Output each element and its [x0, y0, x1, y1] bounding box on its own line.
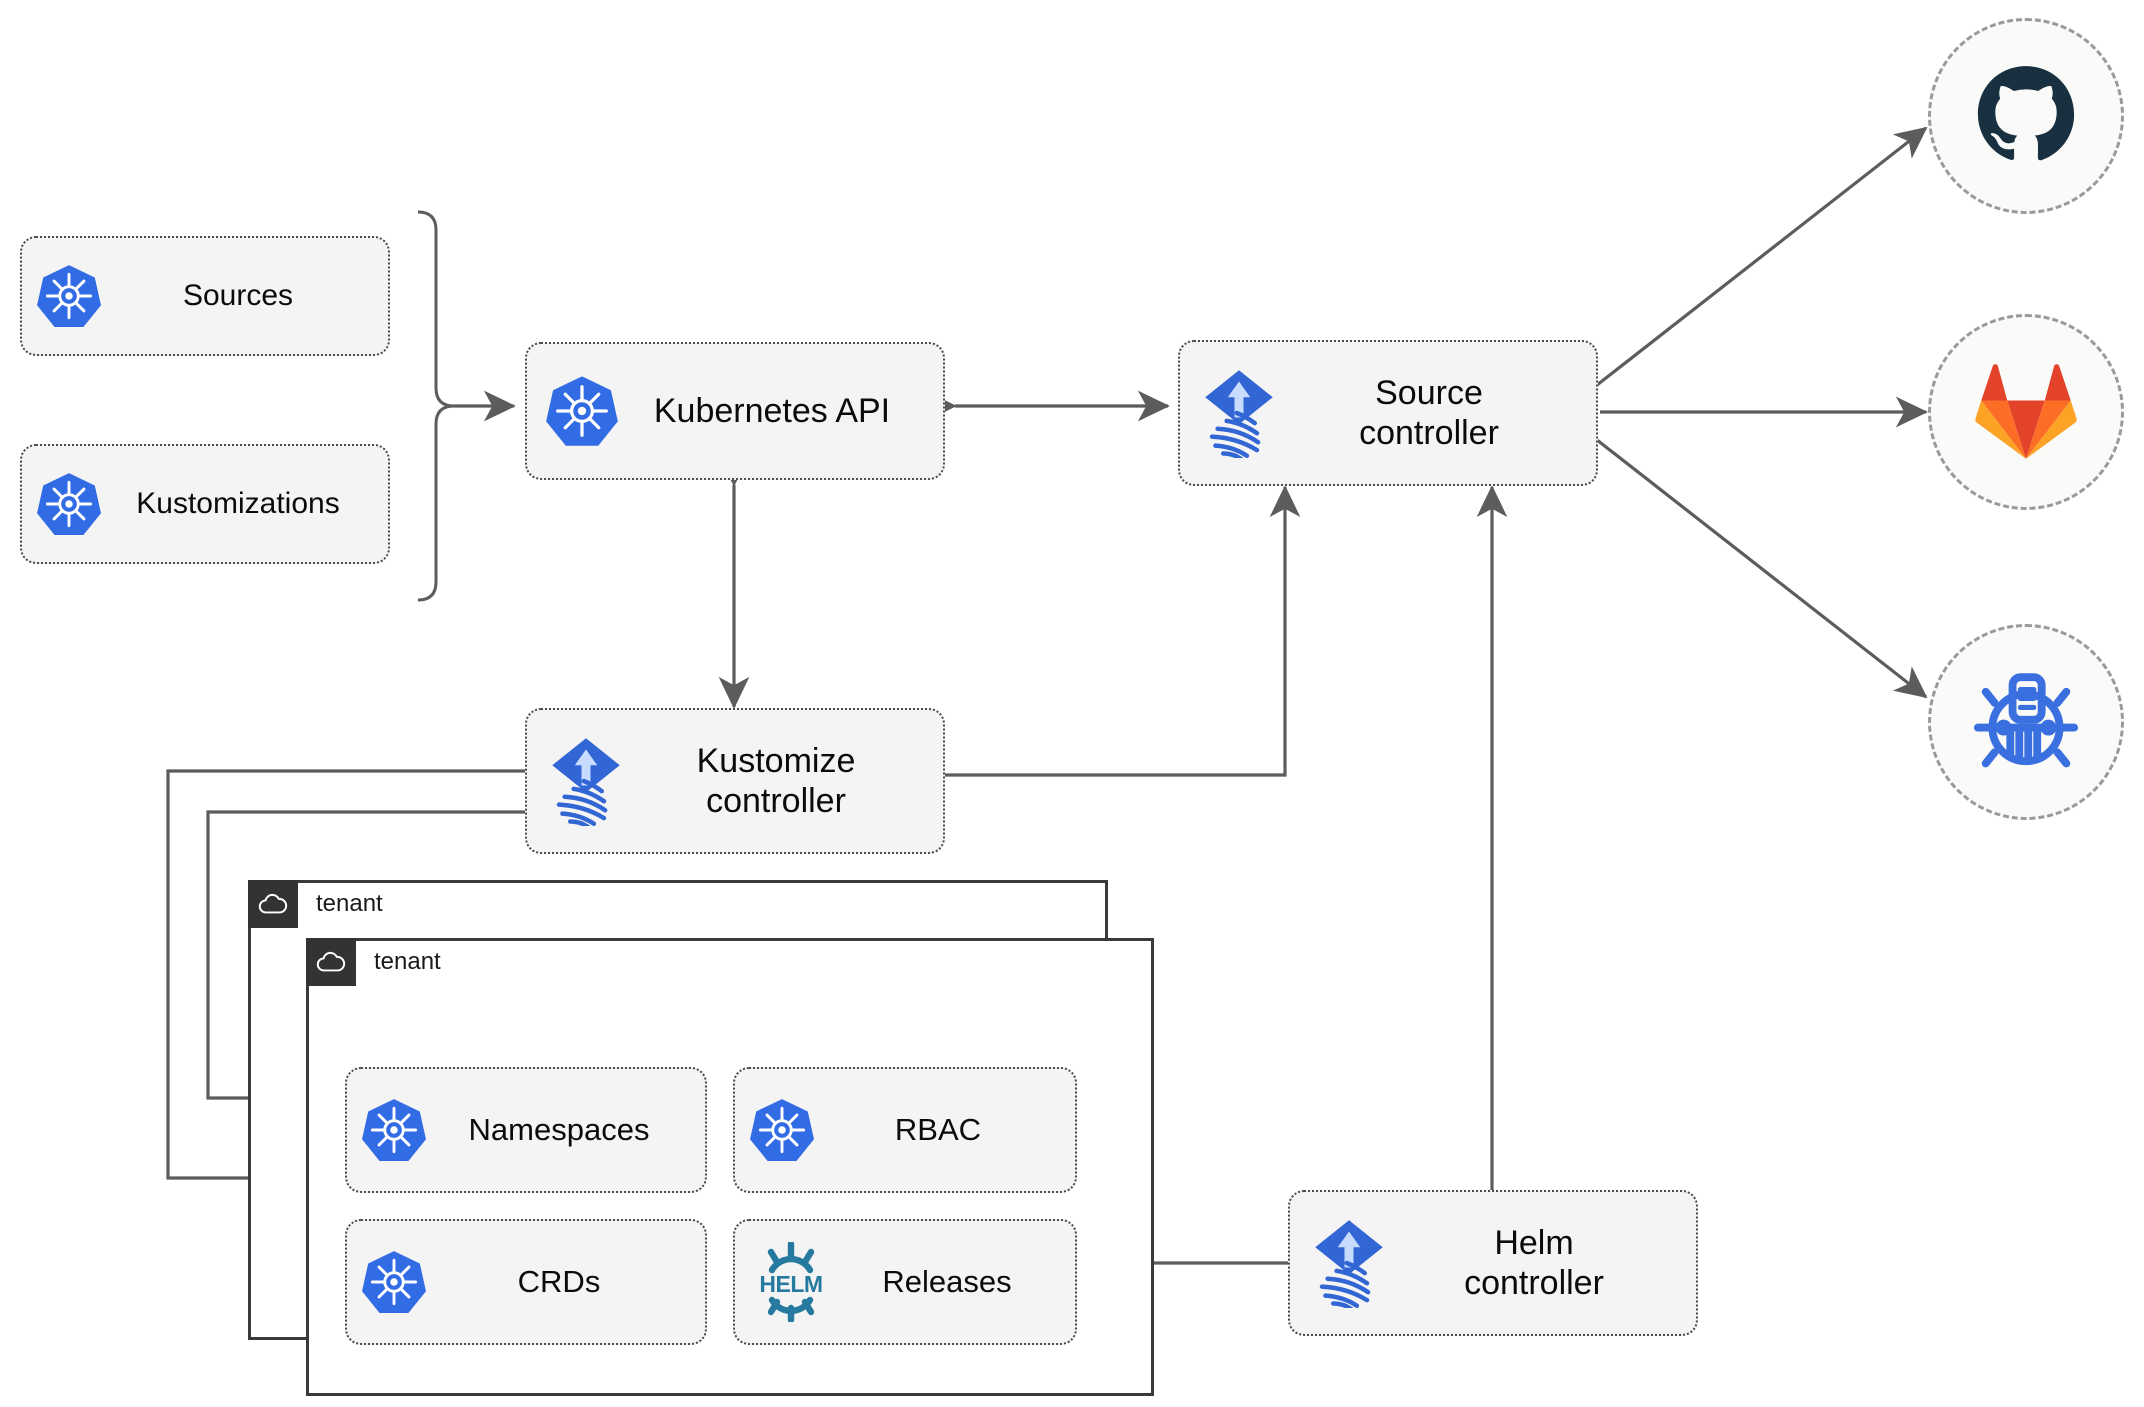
- kubernetes-icon: [749, 1097, 815, 1163]
- kubernetes-icon: [36, 471, 102, 537]
- kubernetes-icon: [361, 1249, 427, 1315]
- resource-box-sources[interactable]: Sources: [20, 236, 390, 356]
- edge-sources-bracket: [417, 210, 455, 602]
- resource-label-kustomizations: Kustomizations: [136, 487, 340, 521]
- edge-kustomizecontroller-sourcecontroller: [945, 485, 1301, 777]
- edge-sourcecontroller-github: [1596, 126, 1928, 387]
- kubernetes-icon: [36, 263, 102, 329]
- cloud-icon: [306, 938, 356, 986]
- helm-icon: HELM: [749, 1242, 833, 1322]
- node-source-controller[interactable]: Source controller: [1178, 340, 1598, 486]
- flux-icon: [545, 736, 627, 826]
- node-kubernetes-api[interactable]: Kubernetes API: [525, 342, 945, 480]
- edge-sourcecontroller-helmrepository: [1596, 438, 1928, 699]
- node-label-source-controller: Source controller: [1359, 373, 1499, 452]
- tenant-resource-label-rbac: RBAC: [894, 1111, 982, 1147]
- tenant-resource-crds[interactable]: CRDs: [345, 1219, 707, 1345]
- resource-label-sources: Sources: [182, 279, 294, 313]
- tenant-container-inner[interactable]: tenant Namespaces: [306, 938, 1154, 1396]
- helm-repository-icon: [1973, 673, 2079, 768]
- tenant-resource-label-releases: Releases: [882, 1263, 1012, 1299]
- node-kustomize-controller[interactable]: Kustomize controller: [525, 708, 945, 854]
- node-label-kustomize-controller: Kustomize controller: [696, 741, 856, 820]
- tenant-label-inner: tenant: [374, 948, 441, 975]
- tenant-label-outer: tenant: [316, 890, 383, 917]
- tenant-header-outer: tenant: [248, 880, 383, 928]
- flux-icon: [1198, 368, 1280, 458]
- kubernetes-icon: [361, 1097, 427, 1163]
- provider-badge-helm-repository[interactable]: [1928, 624, 2124, 820]
- tenant-resource-label-namespaces: Namespaces: [468, 1111, 650, 1147]
- flux-icon: [1308, 1218, 1390, 1308]
- tenant-resource-releases[interactable]: HELM Releases: [733, 1219, 1077, 1345]
- provider-badge-gitlab[interactable]: [1928, 314, 2124, 510]
- tenant-resource-label-crds: CRDs: [517, 1263, 601, 1299]
- github-icon: [1977, 66, 2075, 161]
- gitlab-icon: [1975, 364, 2077, 459]
- provider-badge-github[interactable]: [1928, 18, 2124, 214]
- node-label-kubernetes-api: Kubernetes API: [653, 391, 891, 430]
- tenant-resource-namespaces[interactable]: Namespaces: [345, 1067, 707, 1193]
- tenant-header-inner: tenant: [306, 938, 441, 986]
- tenant-resource-rbac[interactable]: RBAC: [733, 1067, 1077, 1193]
- svg-text:HELM: HELM: [759, 1271, 822, 1297]
- kubernetes-icon: [545, 374, 619, 448]
- resource-box-kustomizations[interactable]: Kustomizations: [20, 444, 390, 564]
- node-helm-controller[interactable]: Helm controller: [1288, 1190, 1698, 1336]
- node-label-helm-controller: Helm controller: [1464, 1223, 1604, 1302]
- cloud-icon: [248, 880, 298, 928]
